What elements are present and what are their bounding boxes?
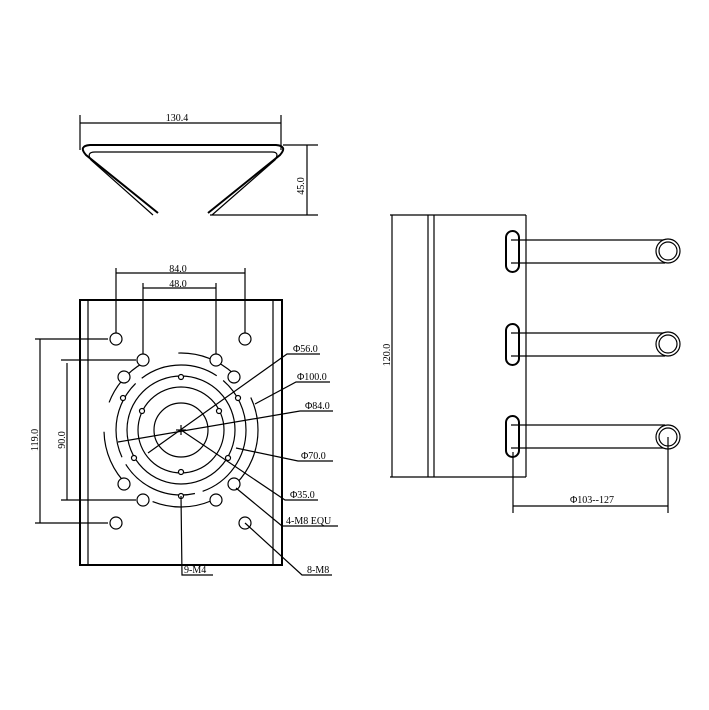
dim-90: 90.0 (57, 431, 68, 449)
label-phi84: Φ84.0 (305, 401, 330, 412)
m8-holes (109, 332, 252, 530)
bracket-outline (81, 144, 285, 214)
clamp-range-label: Φ103--127 (570, 495, 614, 506)
clamp-arm-middle (505, 323, 681, 366)
front-view: 84.0 48.0 119.0 90.0 (30, 264, 338, 576)
side-view: 120.0 Φ103--127 (382, 214, 681, 513)
top-view: 130.4 45.0 (79, 113, 318, 216)
dim-119: 119.0 (30, 429, 41, 451)
dim-84: 84.0 (169, 264, 187, 275)
m4-holes (119, 373, 242, 500)
width-dimension: 130.4 (166, 113, 189, 124)
clamp-arm-bottom (505, 415, 681, 458)
bracket-inner (88, 151, 278, 216)
label-phi100: Φ100.0 (297, 372, 327, 383)
height-dimension: 120.0 (382, 344, 393, 367)
label-phi35: Φ35.0 (290, 490, 315, 501)
plate-outline (79, 299, 283, 566)
height-dimension: 45.0 (296, 177, 307, 195)
dim-48: 48.0 (169, 279, 187, 290)
label-phi70: Φ70.0 (301, 451, 326, 462)
label-phi56: Φ56.0 (293, 344, 318, 355)
label-9-m4: 9-M4 (184, 565, 206, 576)
bore-35 (153, 402, 209, 458)
label-4-m8-equ: 4-M8 EQU (286, 516, 332, 527)
clamp-arm-top (505, 230, 681, 273)
label-8-m8: 8-M8 (307, 565, 329, 576)
